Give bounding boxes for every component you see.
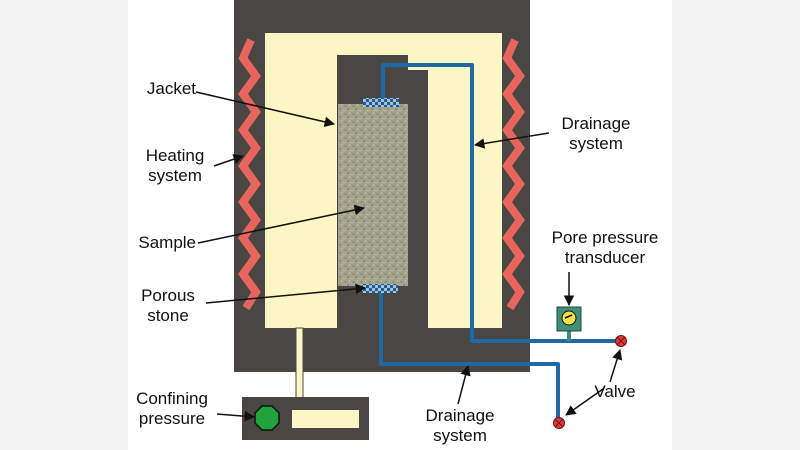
label-sample: Sample bbox=[100, 233, 196, 253]
arrow-drainage-bottom bbox=[457, 364, 471, 405]
label-heating-line1: Heating bbox=[145, 146, 205, 165]
arrow-jacket bbox=[195, 91, 336, 127]
porous-stone-top bbox=[363, 98, 399, 107]
label-heating-line2: system bbox=[148, 166, 202, 185]
label-pore-pressure-transducer: Pore pressure transducer bbox=[538, 228, 672, 268]
jacket bbox=[265, 33, 502, 328]
right-blurred-margin bbox=[672, 0, 800, 450]
heating-element-right bbox=[502, 38, 525, 311]
label-drainage-system-top: Drainage system bbox=[548, 114, 644, 154]
valve-lower bbox=[553, 417, 565, 429]
label-confining-pressure: Confining pressure bbox=[120, 389, 224, 429]
left-blurred-margin bbox=[0, 0, 128, 450]
label-porous-stone: Porous stone bbox=[122, 286, 214, 326]
arrow-sample bbox=[197, 204, 366, 244]
label-drainage-top-line2: system bbox=[569, 134, 623, 153]
pump-gauge-icon bbox=[254, 405, 280, 431]
label-drainage-bottom-line2: system bbox=[433, 426, 487, 445]
label-confining-line2: pressure bbox=[138, 409, 206, 428]
drainage-pipe-bottom bbox=[379, 293, 560, 421]
label-jacket-text: Jacket bbox=[146, 79, 196, 98]
label-valve-text: Valve bbox=[594, 382, 636, 401]
label-pore-line1: Pore pressure bbox=[551, 228, 659, 247]
arrow-valve-lower bbox=[565, 388, 604, 416]
label-porous-line1: Porous bbox=[141, 286, 195, 305]
pump-window bbox=[292, 410, 359, 428]
label-jacket: Jacket bbox=[100, 79, 196, 99]
label-sample-text: Sample bbox=[138, 233, 196, 252]
label-valve: Valve bbox=[583, 382, 647, 402]
arrow-porous-stone bbox=[205, 283, 367, 304]
confining-piston-rod bbox=[295, 327, 304, 401]
porous-stone-bottom bbox=[362, 284, 398, 293]
arrow-heating bbox=[213, 154, 244, 167]
sample bbox=[338, 104, 408, 286]
arrow-confining bbox=[216, 411, 256, 422]
arrow-valve-upper bbox=[609, 348, 623, 383]
label-confining-line1: Confining bbox=[136, 389, 208, 408]
arrow-drainage-top bbox=[473, 132, 550, 149]
label-pore-line2: transducer bbox=[564, 248, 646, 267]
heating-element-left bbox=[238, 38, 261, 311]
drainage-pipe-top bbox=[381, 63, 620, 343]
label-drainage-top-line1: Drainage bbox=[561, 114, 631, 133]
transducer-needle bbox=[564, 314, 573, 319]
label-heating-system: Heating system bbox=[126, 146, 224, 186]
label-porous-line2: stone bbox=[147, 306, 189, 325]
label-drainage-bottom-line1: Drainage bbox=[425, 406, 495, 425]
chamber-top bbox=[337, 55, 408, 103]
valve-upper bbox=[615, 335, 627, 347]
label-drainage-system-bottom: Drainage system bbox=[412, 406, 508, 446]
transducer-gauge-icon bbox=[561, 310, 577, 326]
